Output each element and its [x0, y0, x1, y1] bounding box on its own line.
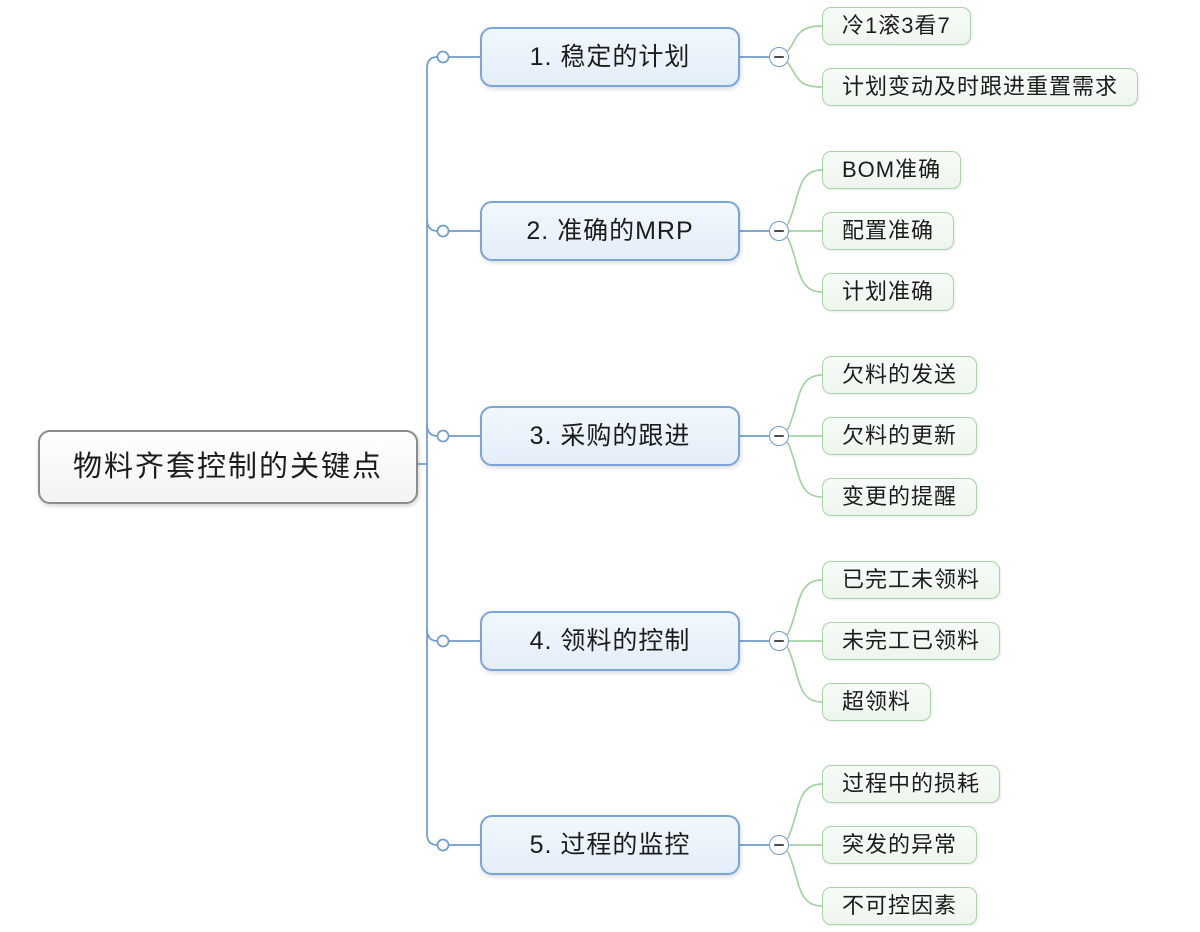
- child-link-2a: [786, 169, 823, 226]
- child-link-3c: [786, 441, 823, 498]
- child-link-4c: [786, 646, 823, 703]
- branch-label: 4. 领料的控制: [529, 627, 691, 655]
- child-node-1-2[interactable]: 计划变动及时跟进重置需求: [822, 68, 1139, 106]
- collapse-minus-icon: [773, 229, 784, 232]
- child-node-4-2[interactable]: 未完工已领料: [822, 622, 1001, 660]
- branch-label: 1. 稳定的计划: [529, 43, 691, 71]
- collapse-minus-icon: [773, 55, 784, 58]
- root-label: 物料齐套控制的关键点: [72, 451, 383, 483]
- junction-dot-5: [436, 838, 450, 852]
- child-link-1a: [786, 25, 823, 53]
- child-link-2c: [786, 236, 823, 293]
- branch-label: 2. 准确的MRP: [526, 217, 694, 245]
- trunk-join-2: [426, 218, 438, 232]
- junction-dot-1: [436, 50, 450, 64]
- child-link-3a: [786, 374, 823, 431]
- branch-node-5[interactable]: 5. 过程的监控: [480, 815, 740, 875]
- child-node-2-1[interactable]: BOM准确: [822, 151, 962, 189]
- trunk-join-4: [426, 628, 438, 642]
- child-node-2-3[interactable]: 计划准确: [822, 273, 955, 311]
- junction-dot-2: [436, 224, 450, 238]
- branch-node-4[interactable]: 4. 领料的控制: [480, 611, 740, 671]
- branch-node-2[interactable]: 2. 准确的MRP: [480, 201, 740, 261]
- branch-node-3[interactable]: 3. 采购的跟进: [480, 406, 740, 466]
- junction-dot-4: [436, 634, 450, 648]
- child-node-4-1[interactable]: 已完工未领料: [822, 561, 1001, 599]
- collapse-button-1[interactable]: [769, 47, 789, 67]
- collapse-minus-icon: [773, 434, 784, 437]
- child-node-3-3[interactable]: 变更的提醒: [822, 478, 978, 516]
- child-node-3-2[interactable]: 欠料的更新: [822, 417, 978, 455]
- child-link-4a: [786, 579, 823, 636]
- trunk-join-3: [426, 423, 438, 437]
- collapse-button-2[interactable]: [769, 221, 789, 241]
- collapse-button-3[interactable]: [769, 426, 789, 446]
- collapse-button-4[interactable]: [769, 631, 789, 651]
- branch-label: 3. 采购的跟进: [529, 422, 691, 450]
- child-node-5-2[interactable]: 突发的异常: [822, 826, 978, 864]
- child-link-1b: [786, 61, 823, 88]
- junction-dot-3: [436, 429, 450, 443]
- branch-node-1[interactable]: 1. 稳定的计划: [480, 27, 740, 87]
- collapse-minus-icon: [773, 639, 784, 642]
- child-node-3-1[interactable]: 欠料的发送: [822, 356, 978, 394]
- collapse-minus-icon: [773, 843, 784, 846]
- root-node[interactable]: 物料齐套控制的关键点: [38, 430, 418, 504]
- child-node-5-1[interactable]: 过程中的损耗: [822, 765, 1001, 803]
- child-node-5-3[interactable]: 不可控因素: [822, 887, 978, 925]
- trunk-line: [426, 56, 438, 846]
- child-link-5a: [786, 783, 823, 840]
- child-link-5c: [786, 850, 823, 907]
- child-node-4-3[interactable]: 超领料: [822, 683, 932, 721]
- collapse-button-5[interactable]: [769, 835, 789, 855]
- branch-label: 5. 过程的监控: [529, 831, 691, 859]
- child-node-1-1[interactable]: 冷1滚3看7: [822, 7, 971, 45]
- child-node-2-2[interactable]: 配置准确: [822, 212, 955, 250]
- green-connectors: [786, 25, 823, 907]
